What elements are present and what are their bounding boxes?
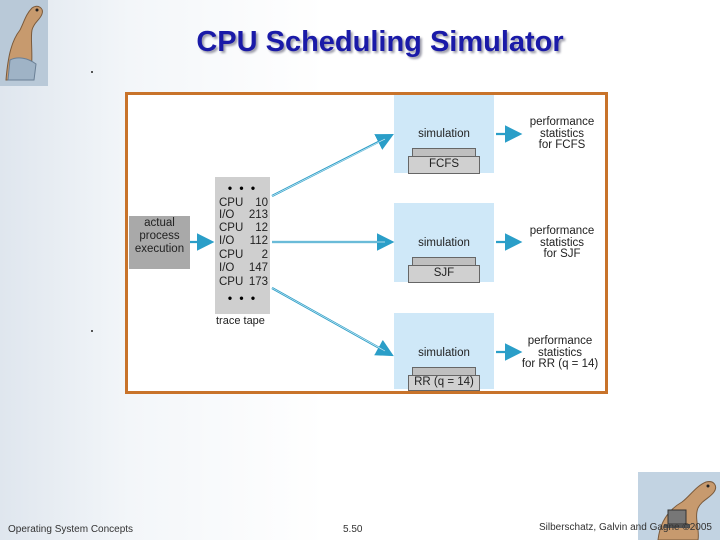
actual-line-1: actual <box>144 217 175 229</box>
algorithm-rr: RR (q = 14) <box>408 375 480 391</box>
simulation-label-sjf: simulation <box>418 237 470 249</box>
performance-stats-rr: performance statistics for RR (q = 14) <box>521 335 599 370</box>
actual-process-execution-box: actual process execution <box>129 216 190 269</box>
stand-top-fcfs <box>412 148 476 157</box>
simulation-label-fcfs: simulation <box>418 128 470 140</box>
tape-dots-top: • • • <box>227 181 258 195</box>
decorative-dot <box>91 330 93 332</box>
simulation-label-rr: simulation <box>418 347 470 359</box>
dinosaur-logo-icon <box>0 0 48 86</box>
dinosaur-laptop-logo-icon <box>638 472 720 540</box>
tape-dots-bottom: • • • <box>227 291 258 305</box>
stand-top-rr <box>412 367 476 376</box>
stand-top-sjf <box>412 257 476 266</box>
algorithm-sjf: SJF <box>408 265 480 283</box>
decorative-dot <box>91 71 93 73</box>
actual-line-2: process <box>139 230 180 242</box>
footer-authors: Silberschatz, Galvin and Gagne ©2005 <box>538 522 712 533</box>
performance-stats-fcfs: performance statistics for FCFS <box>529 116 595 151</box>
actual-line-3: execution <box>134 243 185 255</box>
trace-tape-label: trace tape <box>216 315 265 327</box>
performance-stats-sjf: performance statistics for SJF <box>529 225 595 260</box>
algorithm-fcfs: FCFS <box>408 156 480 174</box>
footer-book-title: Operating System Concepts <box>8 524 134 535</box>
footer-page-number: 5.50 <box>343 524 363 535</box>
slide-title: CPU Scheduling Simulator <box>196 26 564 58</box>
